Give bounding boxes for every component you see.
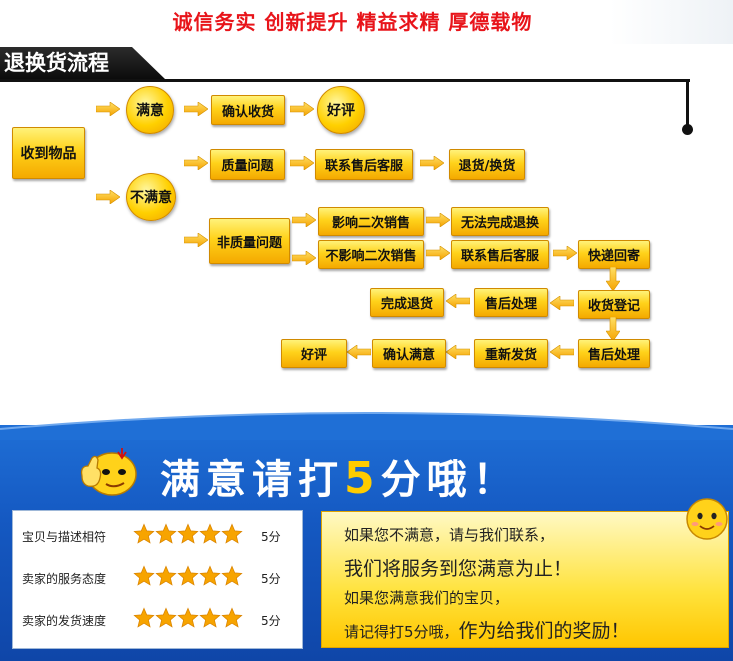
- rating-label: 卖家的服务态度: [22, 572, 107, 586]
- arrow-left-icon: [446, 345, 470, 359]
- arrow-left-icon: [550, 296, 574, 310]
- star-icon: [177, 607, 199, 629]
- star-icon: [199, 565, 221, 587]
- section-title: 退换货流程: [0, 47, 166, 80]
- flow-contact-service-2: 联系售后客服: [451, 240, 549, 269]
- slogan-text: 诚信务实 创新提升 精益求精 厚德载物: [172, 10, 533, 34]
- rating-headline: 满意请打5分哦！: [160, 447, 519, 505]
- rating-row: 卖家的服务态度 5分: [13, 563, 302, 593]
- flow-receipt-register: 收货登记: [578, 290, 650, 319]
- arrow-right-icon: [184, 233, 208, 247]
- flow-cannot-return: 无法完成退换: [451, 207, 549, 236]
- arrow-right-icon: [292, 213, 316, 227]
- rating-stars: [133, 565, 243, 589]
- rating-score: 5分: [261, 572, 281, 586]
- message-line-1: 如果您不满意，请与我们联系，: [344, 526, 555, 544]
- arrow-down-icon: [606, 317, 620, 341]
- smiley-icon: [686, 498, 728, 540]
- rating-row: 卖家的发货速度 5分: [13, 605, 302, 635]
- message-line-2: 我们将服务到您满意为止！: [344, 558, 573, 580]
- star-icon: [221, 565, 243, 587]
- star-icon: [133, 523, 155, 545]
- star-icon: [177, 565, 199, 587]
- headline-number: 5: [344, 453, 381, 504]
- flow-non-quality-issue: 非质量问题: [209, 218, 290, 264]
- flow-confirm-satisfied: 确认满意: [372, 339, 446, 368]
- ratings-panel: 宝贝与描述相符 5分 卖家的服务态度 5分 卖家的发货速度 5分: [12, 510, 303, 649]
- flow-received: 收到物品: [12, 127, 85, 179]
- thumbs-up-smiley-icon: [80, 448, 137, 496]
- arrow-right-icon: [426, 246, 450, 260]
- rating-stars: [133, 607, 243, 631]
- flow-after-sales-1: 售后处理: [474, 288, 548, 317]
- rating-label: 宝贝与描述相符: [22, 530, 107, 544]
- message-line-4b: 作为给我们的奖励！: [458, 620, 630, 642]
- star-icon: [221, 523, 243, 545]
- rating-score: 5分: [261, 530, 281, 544]
- arrow-down-icon: [606, 267, 620, 291]
- headline-pre: 满意请打: [160, 457, 344, 503]
- arrow-right-icon: [96, 102, 120, 116]
- star-icon: [155, 565, 177, 587]
- flow-unsatisfied: 不满意: [126, 173, 176, 221]
- flow-quality-issue: 质量问题: [210, 149, 285, 180]
- star-icon: [133, 565, 155, 587]
- arrow-left-icon: [550, 345, 574, 359]
- star-icon: [199, 607, 221, 629]
- arrow-right-icon: [553, 246, 577, 260]
- arrow-left-icon: [347, 345, 371, 359]
- rating-row: 宝贝与描述相符 5分: [13, 521, 302, 551]
- flow-return-exchange: 退货/换货: [449, 149, 525, 180]
- banner-curve: [0, 412, 733, 440]
- title-line-dot: [682, 124, 693, 135]
- arrow-right-icon: [290, 102, 314, 116]
- arrow-right-icon: [184, 156, 208, 170]
- flow-reship: 重新发货: [474, 339, 548, 368]
- arrow-right-icon: [292, 251, 316, 265]
- title-underline-drop: [686, 80, 689, 130]
- arrow-right-icon: [184, 102, 208, 116]
- message-line-3: 如果您满意我们的宝贝，: [344, 589, 510, 607]
- slogan-bar-shade: [610, 0, 733, 44]
- flow-after-sales-2: 售后处理: [578, 339, 650, 368]
- flow-satisfied: 满意: [126, 86, 174, 134]
- slogan-bar: 诚信务实 创新提升 精益求精 厚德载物: [0, 0, 733, 44]
- flow-not-affects-resale: 不影响二次销售: [318, 240, 424, 269]
- flow-express-return: 快递回寄: [578, 240, 650, 269]
- rating-label: 卖家的发货速度: [22, 614, 107, 628]
- star-icon: [133, 607, 155, 629]
- flow-confirm-receipt: 确认收货: [211, 95, 285, 125]
- flow-complete-return: 完成退货: [370, 288, 444, 317]
- flow-good-review-2: 好评: [281, 339, 347, 368]
- star-icon: [199, 523, 221, 545]
- message-line-4a: 请记得打5分哦，: [344, 623, 459, 641]
- star-icon: [155, 607, 177, 629]
- rating-score: 5分: [261, 614, 281, 628]
- message-line-4: 请记得打5分哦，作为给我们的奖励！: [344, 616, 630, 643]
- star-icon: [177, 523, 199, 545]
- flow-affects-resale: 影响二次销售: [318, 207, 424, 236]
- rating-stars: [133, 523, 243, 547]
- arrow-right-icon: [420, 156, 444, 170]
- headline-post: 分哦！: [380, 457, 519, 503]
- arrow-right-icon: [96, 190, 120, 204]
- arrow-left-icon: [446, 294, 470, 308]
- flow-good-review: 好评: [317, 86, 365, 134]
- flow-contact-service-1: 联系售后客服: [315, 149, 413, 180]
- title-underline: [0, 79, 690, 82]
- message-panel: 如果您不满意，请与我们联系， 我们将服务到您满意为止！ 如果您满意我们的宝贝， …: [321, 511, 729, 648]
- star-icon: [155, 523, 177, 545]
- arrow-right-icon: [426, 213, 450, 227]
- star-icon: [221, 607, 243, 629]
- arrow-right-icon: [290, 156, 314, 170]
